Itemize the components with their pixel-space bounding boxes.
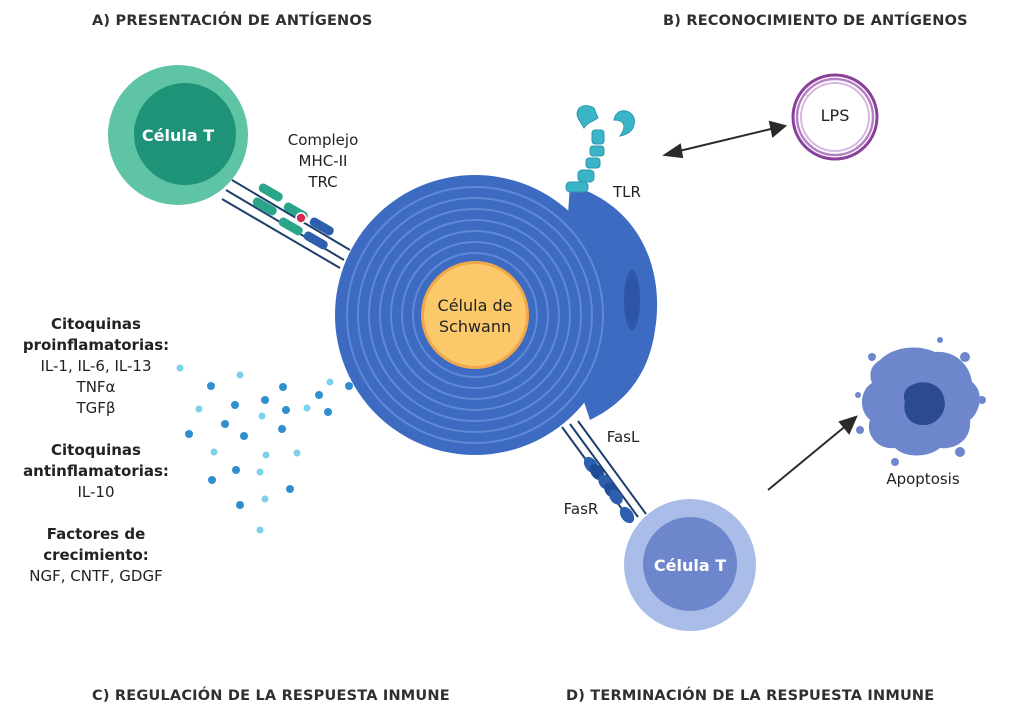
growth-factors: Factores de crecimiento: NGF, CNTF, GDGF xyxy=(8,524,184,587)
complex-label-line1: Complejo xyxy=(287,131,359,149)
anti-title-line2: antinflamatorias: xyxy=(23,462,169,480)
fasl-label: FasL xyxy=(606,428,640,446)
proinflammatory-cytokines: Citoquinas proinflamatorias: IL-1, IL-6,… xyxy=(8,314,184,419)
fas-complex xyxy=(561,420,647,524)
lps-label: LPS xyxy=(820,106,850,125)
fasr-label: FasR xyxy=(563,500,599,518)
schwann-cell-label: Célula de Schwann xyxy=(425,295,525,337)
t-cell-top xyxy=(108,65,248,205)
anti-line1: IL-10 xyxy=(77,483,115,501)
apoptotic-cell xyxy=(855,337,986,466)
cytokine-dots xyxy=(176,364,353,534)
heading-immune-regulation: C) REGULACIÓN DE LA RESPUESTA INMUNE xyxy=(92,688,450,704)
complex-label-line3: TRC xyxy=(308,173,338,191)
tlr-label: TLR xyxy=(613,183,641,201)
complex-label: Complejo MHC-II TRC xyxy=(268,130,378,193)
heading-antigen-presentation: A) PRESENTACIÓN DE ANTÍGENOS xyxy=(92,13,373,29)
schwann-label-line2: Schwann xyxy=(438,317,512,336)
pro-title-line1: Citoquinas xyxy=(51,315,141,333)
lps-particle xyxy=(791,73,879,161)
schwann-label-line1: Célula de xyxy=(437,296,513,315)
pro-line3: TGFβ xyxy=(76,399,116,417)
tlr-receptor xyxy=(565,105,635,193)
growth-line1: NGF, CNTF, GDGF xyxy=(29,567,163,585)
antiinflammatory-cytokines: Citoquinas antinflamatorias: IL-10 xyxy=(8,440,184,503)
t-cell-top-label: Célula T xyxy=(141,126,215,145)
apoptosis-arrow xyxy=(767,415,858,491)
growth-title-line1: Factores de xyxy=(46,525,146,543)
pro-line1: IL-1, IL-6, IL-13 xyxy=(40,357,152,375)
tlr-lps-double-arrow xyxy=(662,120,788,159)
t-cell-bottom-label: Célula T xyxy=(653,556,727,575)
heading-antigen-recognition: B) RECONOCIMIENTO DE ANTÍGENOS xyxy=(663,13,968,29)
t-cell-bottom xyxy=(624,499,756,631)
mhc-trc-complex xyxy=(221,179,351,269)
complex-label-line2: MHC-II xyxy=(298,152,348,170)
apoptosis-label: Apoptosis xyxy=(886,470,960,488)
anti-title-line1: Citoquinas xyxy=(51,441,141,459)
pro-title-line2: proinflamatorias: xyxy=(22,336,170,354)
pro-line2: TNFα xyxy=(76,378,116,396)
growth-title-line2: crecimiento: xyxy=(43,546,149,564)
schwann-cell xyxy=(335,175,658,455)
heading-immune-termination: D) TERMINACIÓN DE LA RESPUESTA INMUNE xyxy=(566,688,935,704)
